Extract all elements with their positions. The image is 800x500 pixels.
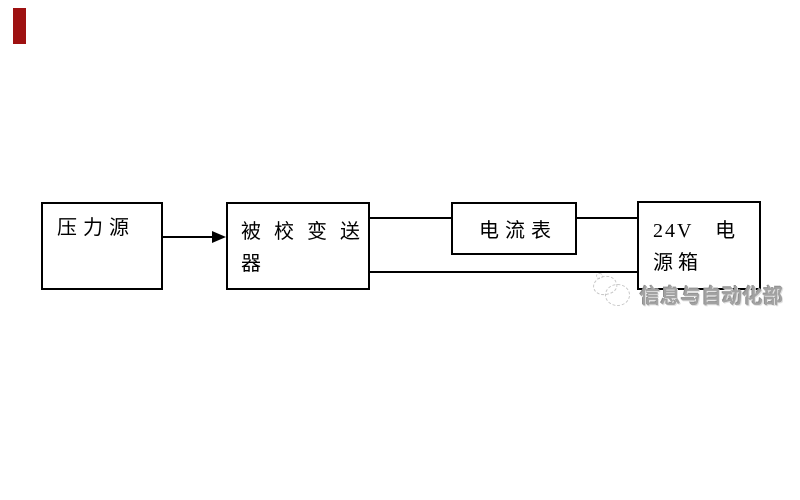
- box-transmitter-label-line2: 器: [241, 253, 267, 275]
- watermark-logo-icon: [590, 272, 636, 309]
- connector-transmitter-to-power-box-lower: [370, 271, 637, 273]
- box-ammeter: 电流表: [451, 202, 577, 255]
- red-accent-bar: [13, 8, 26, 44]
- connector-ammeter-to-power-box: [577, 217, 637, 219]
- box-24v-power-supply: 24V 电 源箱: [637, 201, 761, 290]
- box-transmitter-label-line1: 被校变送: [241, 221, 373, 243]
- watermark-text: 信息与自动化部: [640, 286, 784, 308]
- box-24v-power-label-line2: 源箱: [653, 252, 703, 274]
- arrow-head-icon: [212, 231, 226, 243]
- watermark-logo-body: [605, 284, 630, 306]
- arrow-pressure-to-transmitter: [163, 236, 213, 238]
- connector-transmitter-to-ammeter: [370, 217, 451, 219]
- box-transmitter-under-calibration: 被校变送 器: [226, 202, 370, 290]
- box-24v-power-label-line1: 24V 电: [653, 220, 738, 242]
- box-ammeter-label: 电流表: [479, 220, 557, 242]
- box-pressure-source: 压力源: [41, 202, 163, 290]
- box-pressure-source-label: 压力源: [57, 217, 135, 239]
- watermark-logo-ear: [596, 273, 603, 279]
